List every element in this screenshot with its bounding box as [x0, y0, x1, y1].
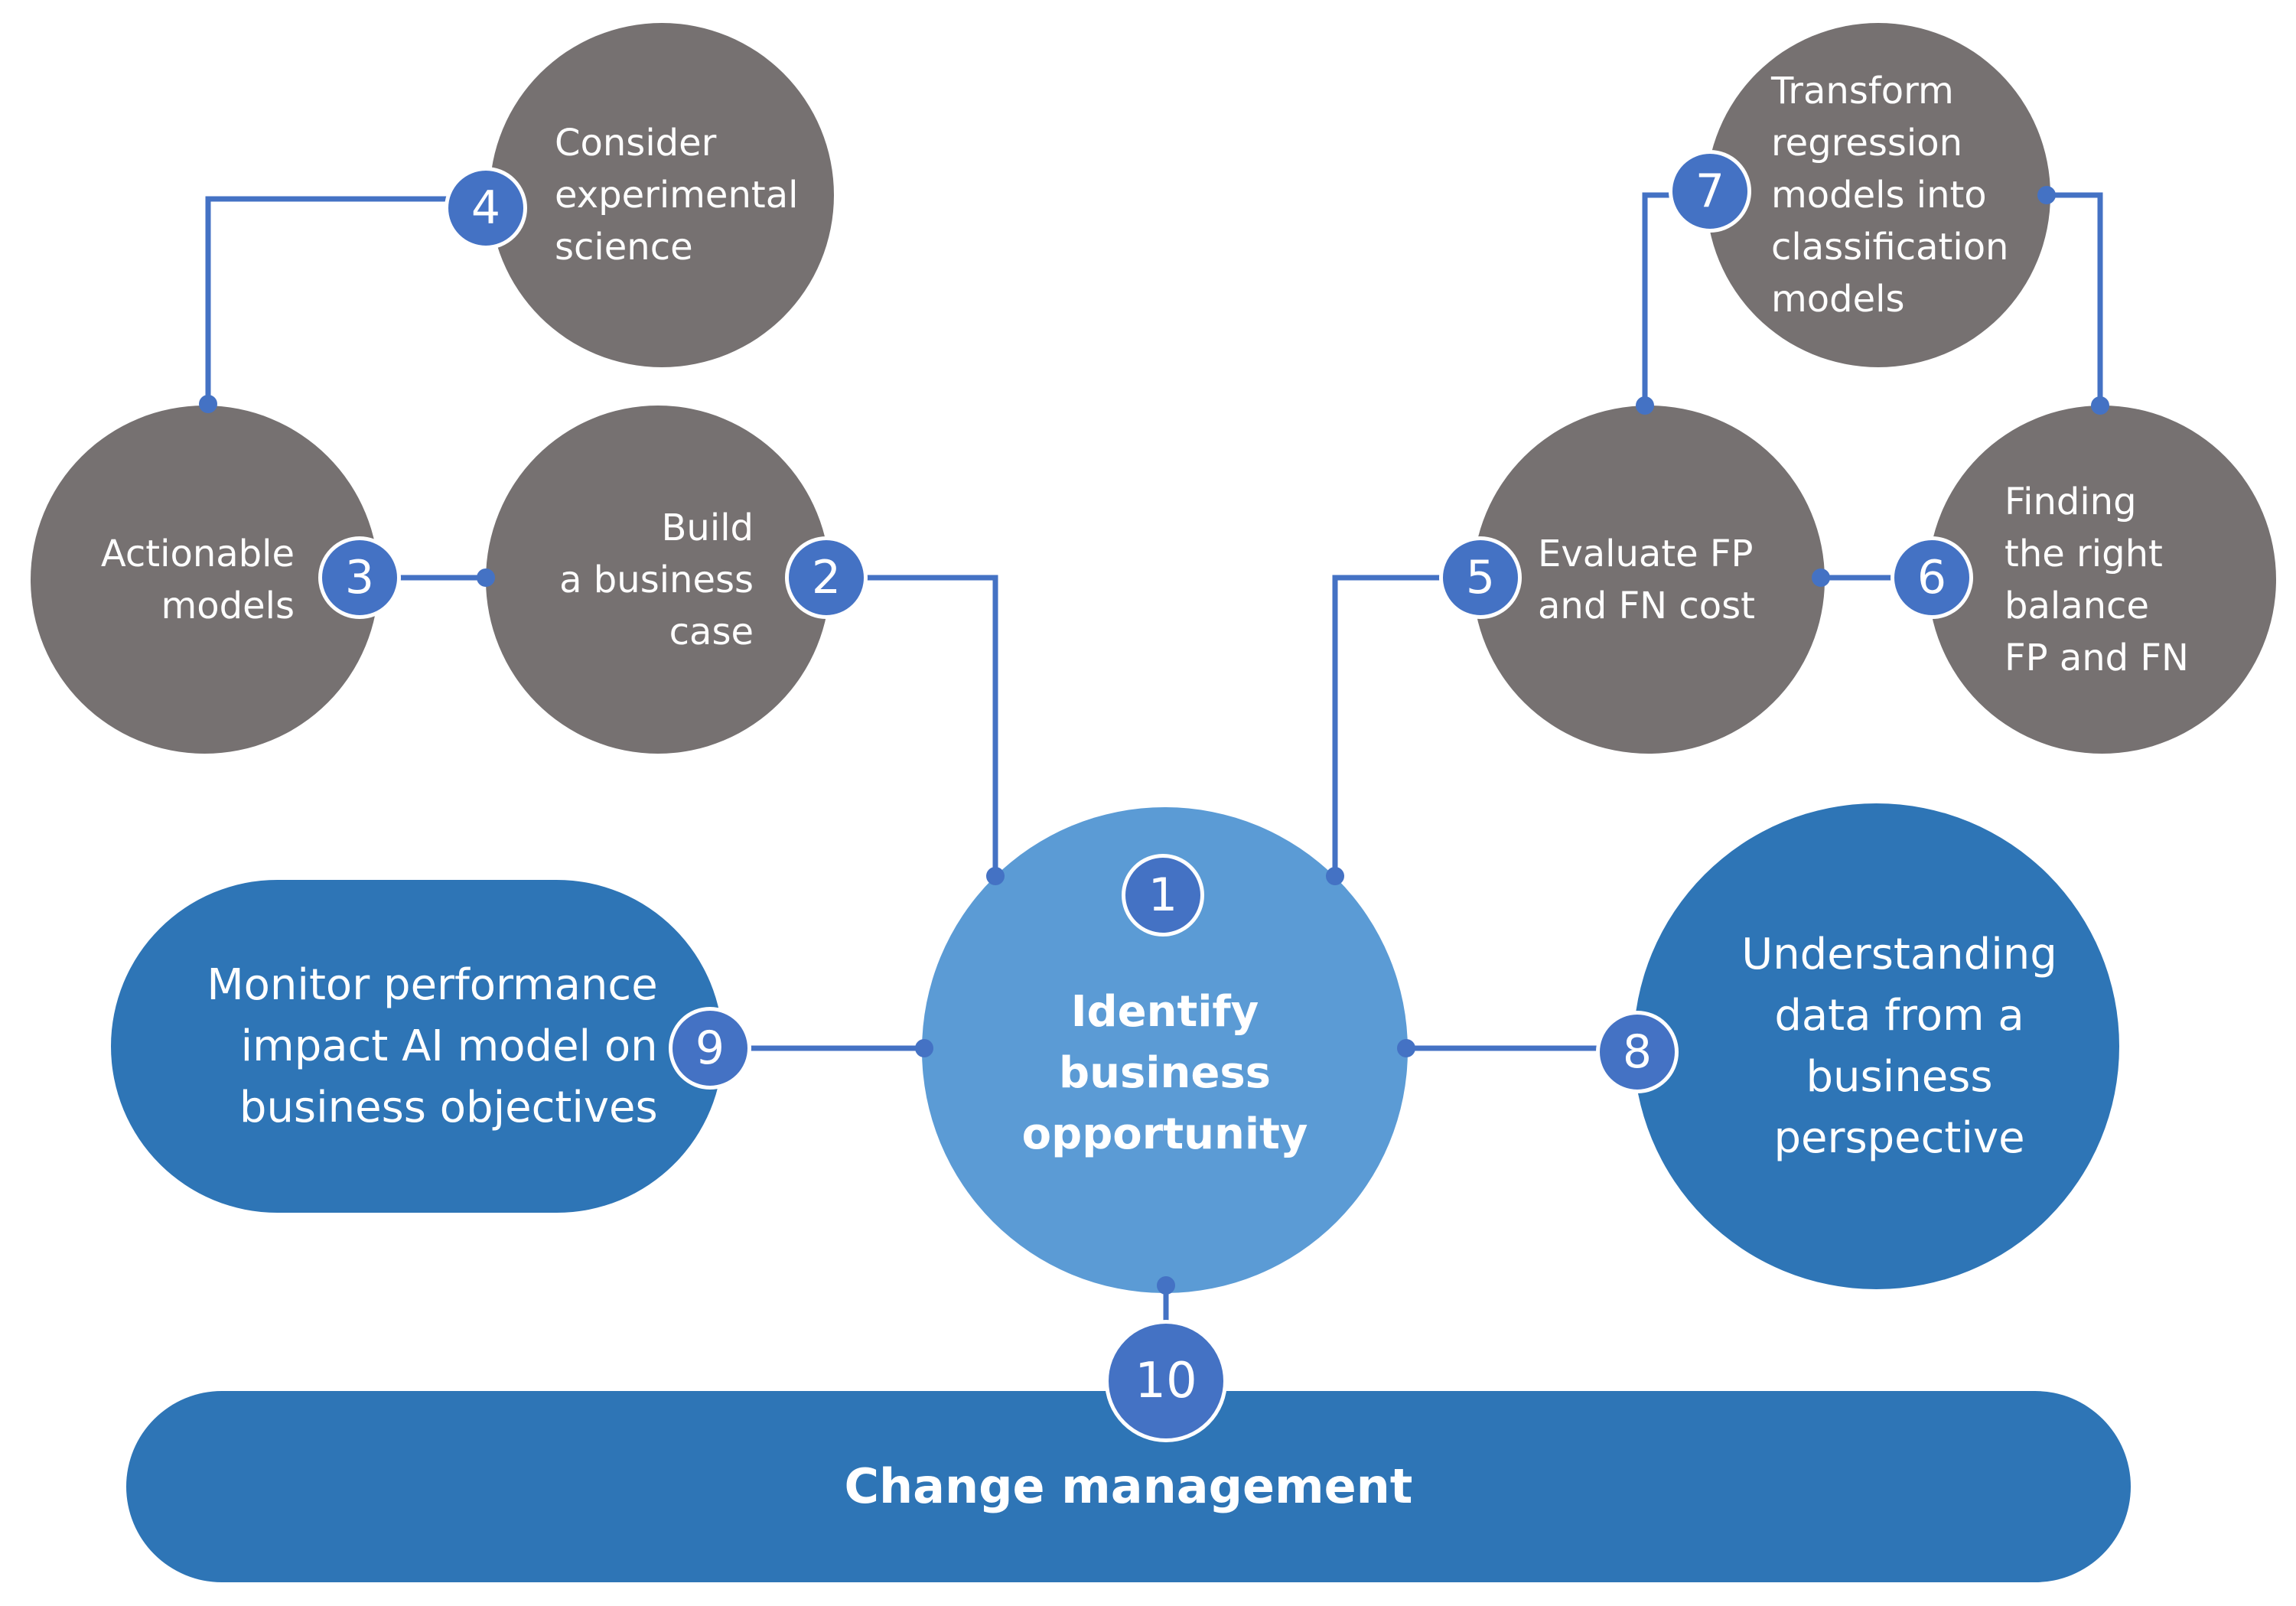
- node-8-label: Understanding data from a business persp…: [1741, 929, 2057, 1163]
- connector-3-4: [205, 196, 486, 404]
- node-transform-regression-models: Transform regression models into classif…: [1706, 23, 2050, 367]
- badge-number-9: 9: [669, 1007, 751, 1090]
- badge-number-8: 8: [1596, 1011, 1679, 1093]
- connector-2-1: [826, 575, 998, 876]
- badge-number-7: 7: [1669, 150, 1751, 233]
- node-1-label: Identify business opportunity: [1021, 986, 1308, 1159]
- badge-number-10: 10: [1105, 1320, 1227, 1442]
- connector-dot: [1157, 1276, 1175, 1295]
- node-2-label: Build a business case: [559, 506, 754, 653]
- connector-dot: [2091, 396, 2109, 415]
- badge-number-5: 5: [1439, 536, 1522, 619]
- node-understanding-data: Understanding data from a business persp…: [1633, 803, 2119, 1289]
- node-6-label: Finding the right balance FP and FN: [2005, 480, 2189, 679]
- node-monitor-performance: Monitor performance impact AI model on b…: [111, 880, 723, 1213]
- connector-dot: [915, 1039, 933, 1057]
- connector-dot: [199, 395, 217, 413]
- node-5-label: Evaluate FP and FN cost: [1538, 532, 1755, 627]
- node-consider-experimental-science: Consider experimental science: [490, 23, 834, 367]
- node-4-label: Consider experimental science: [555, 122, 799, 269]
- badge-number-4: 4: [445, 167, 527, 249]
- node-7-label: Transform regression models into classif…: [1771, 70, 2009, 321]
- node-build-business-case: Build a business case: [486, 406, 830, 754]
- connector-7-6: [2047, 192, 2103, 406]
- connector-dot: [986, 867, 1005, 885]
- node-finding-right-balance: Finding the right balance FP and FN: [1928, 406, 2276, 754]
- badge-number-2: 2: [785, 536, 868, 619]
- connector-dot: [1636, 396, 1654, 415]
- connector-dot: [2037, 186, 2056, 204]
- badge-number-3: 3: [318, 536, 401, 619]
- node-9-label: Monitor performance impact AI model on b…: [207, 959, 658, 1132]
- connector-dot: [477, 568, 495, 587]
- connector-dot: [1812, 568, 1830, 587]
- badge-number-1: 1: [1122, 854, 1204, 937]
- node-3-label: Actionable models: [100, 532, 295, 627]
- node-evaluate-fp-fn-cost: Evaluate FP and FN cost: [1473, 406, 1825, 754]
- connector-dot: [1397, 1039, 1415, 1057]
- node-10-label: Change management: [844, 1458, 1413, 1514]
- connector-1-5: [1332, 575, 1477, 876]
- connector-dot: [1326, 867, 1344, 885]
- badge-number-6: 6: [1891, 536, 1973, 619]
